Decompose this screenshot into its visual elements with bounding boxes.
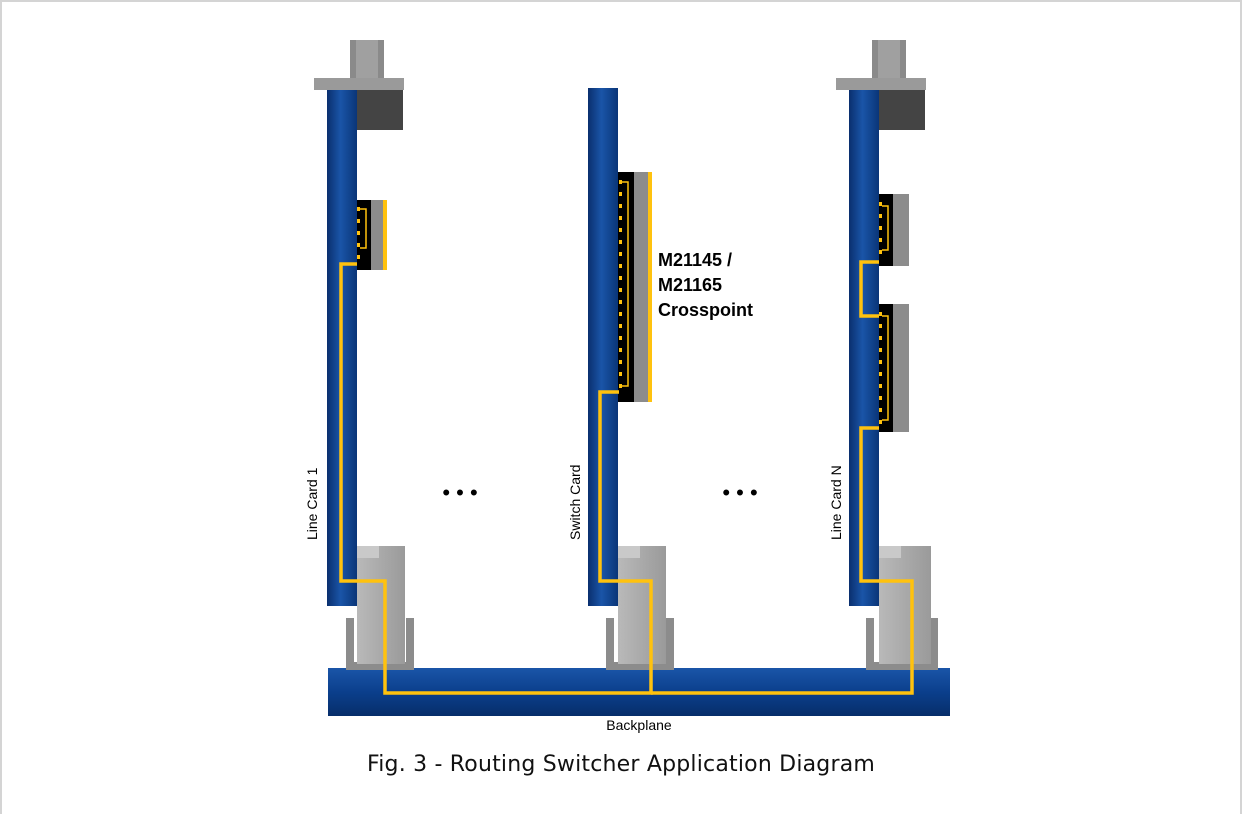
line-card-1-chip xyxy=(357,200,371,270)
label-line-card-n: Line Card N xyxy=(828,465,844,540)
label-ellipsis-right: • • • xyxy=(722,480,757,505)
line-card-n-chip-small xyxy=(879,194,893,266)
label-switch-card: Switch Card xyxy=(567,465,583,540)
line-card-n xyxy=(836,40,931,664)
figure-caption: Fig. 3 - Routing Switcher Application Di… xyxy=(366,752,876,777)
chip-label-line1: M21145 / xyxy=(658,250,732,270)
label-line-card-1: Line Card 1 xyxy=(304,467,320,540)
line-card-1 xyxy=(314,40,405,664)
trace-line-card-1 xyxy=(339,262,653,695)
trace-line-card-n-main xyxy=(651,426,914,695)
routing-switcher-diagram: Line Card 1 Switch Card Line Card N • • … xyxy=(304,40,950,733)
line-card-1-backplane-connector xyxy=(357,546,405,664)
signal-traces xyxy=(339,181,914,695)
chip-label-line3: Crosspoint xyxy=(658,300,753,320)
label-backplane: Backplane xyxy=(606,717,672,733)
trace-line-card-n xyxy=(859,260,879,318)
slot-guide-left xyxy=(346,618,414,670)
chip-label-line2: M21165 xyxy=(658,275,722,295)
switch-card xyxy=(588,88,666,664)
frame-left-border xyxy=(0,0,2,814)
switch-card-backplane-connector xyxy=(618,546,666,664)
line-card-n-board xyxy=(849,88,879,606)
switch-card-board xyxy=(588,88,618,606)
slot-guide-right xyxy=(866,618,938,670)
label-ellipsis-left: • • • xyxy=(442,480,477,505)
frame-right-border xyxy=(1240,0,1242,814)
slot-guide-center xyxy=(606,618,674,670)
frame-top-border xyxy=(0,0,1242,2)
line-card-n-backplane-connector xyxy=(879,546,931,664)
line-card-n-chip-large xyxy=(879,304,893,432)
